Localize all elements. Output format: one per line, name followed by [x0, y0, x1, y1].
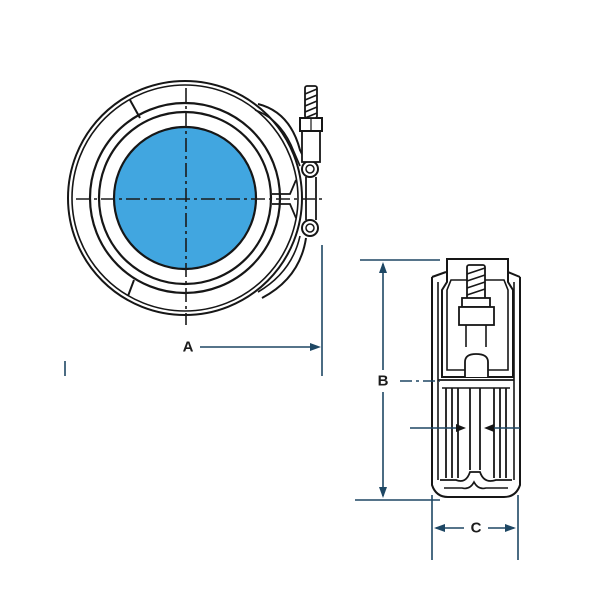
side-bottom-profile — [440, 471, 512, 482]
latch-eye-bottom-hole — [305, 223, 315, 233]
side-strip-right-top — [507, 271, 521, 278]
flange-gap-lower — [272, 203, 297, 219]
side-bottom-channel — [444, 480, 508, 490]
latch-eye-top — [301, 160, 319, 178]
segment-divider-top — [129, 99, 141, 119]
dimension-c-label: C — [468, 519, 484, 537]
gap-arrows — [410, 424, 520, 432]
dimension-b — [355, 259, 440, 501]
flange-gap-upper — [272, 179, 297, 195]
centerlines — [76, 88, 322, 325]
front-view — [67, 80, 323, 316]
latch-band-top-inner — [254, 109, 301, 167]
latch-eye-top-hole — [305, 164, 315, 174]
side-center-bump — [464, 353, 489, 377]
dimension-a — [64, 245, 323, 376]
gap-arrowhead-right — [484, 424, 494, 432]
dimension-b-label: B — [375, 372, 391, 390]
side-band-verticals — [445, 388, 507, 478]
segment-divider-bottom — [127, 279, 135, 297]
side-outer-left — [431, 277, 449, 498]
dim-b-arrowhead-top — [379, 262, 387, 273]
side-outer-right — [503, 277, 521, 498]
side-thread-lines — [466, 267, 486, 296]
side-nut-block — [458, 306, 495, 326]
dimension-a-label: A — [180, 338, 196, 356]
bolt-sleeve — [301, 129, 321, 163]
dimension-c — [431, 495, 519, 560]
latch-band-bottom — [261, 237, 307, 299]
latch-eye-bottom — [301, 219, 319, 237]
dim-c-arrowhead-left — [434, 524, 445, 532]
latch-housing-inner — [446, 279, 509, 371]
flange-ring-outer — [88, 101, 282, 295]
gap-arrowhead-left — [456, 424, 466, 432]
side-view — [431, 258, 521, 498]
outer-ring-edge — [67, 80, 303, 316]
flange-ring-inner — [97, 110, 273, 286]
latch-band-bottom-inner — [257, 235, 301, 293]
dim-b-arrowhead-bottom — [379, 487, 387, 498]
dim-a-arrowhead — [310, 343, 321, 351]
side-strip-left-top — [431, 271, 447, 278]
thread-lines — [304, 88, 318, 119]
outer-ring-inner-edge — [71, 84, 299, 312]
side-nut — [461, 297, 491, 308]
latch-band-top — [257, 103, 307, 163]
dim-c-arrowhead-right — [505, 524, 516, 532]
bore-fill — [112, 125, 258, 271]
